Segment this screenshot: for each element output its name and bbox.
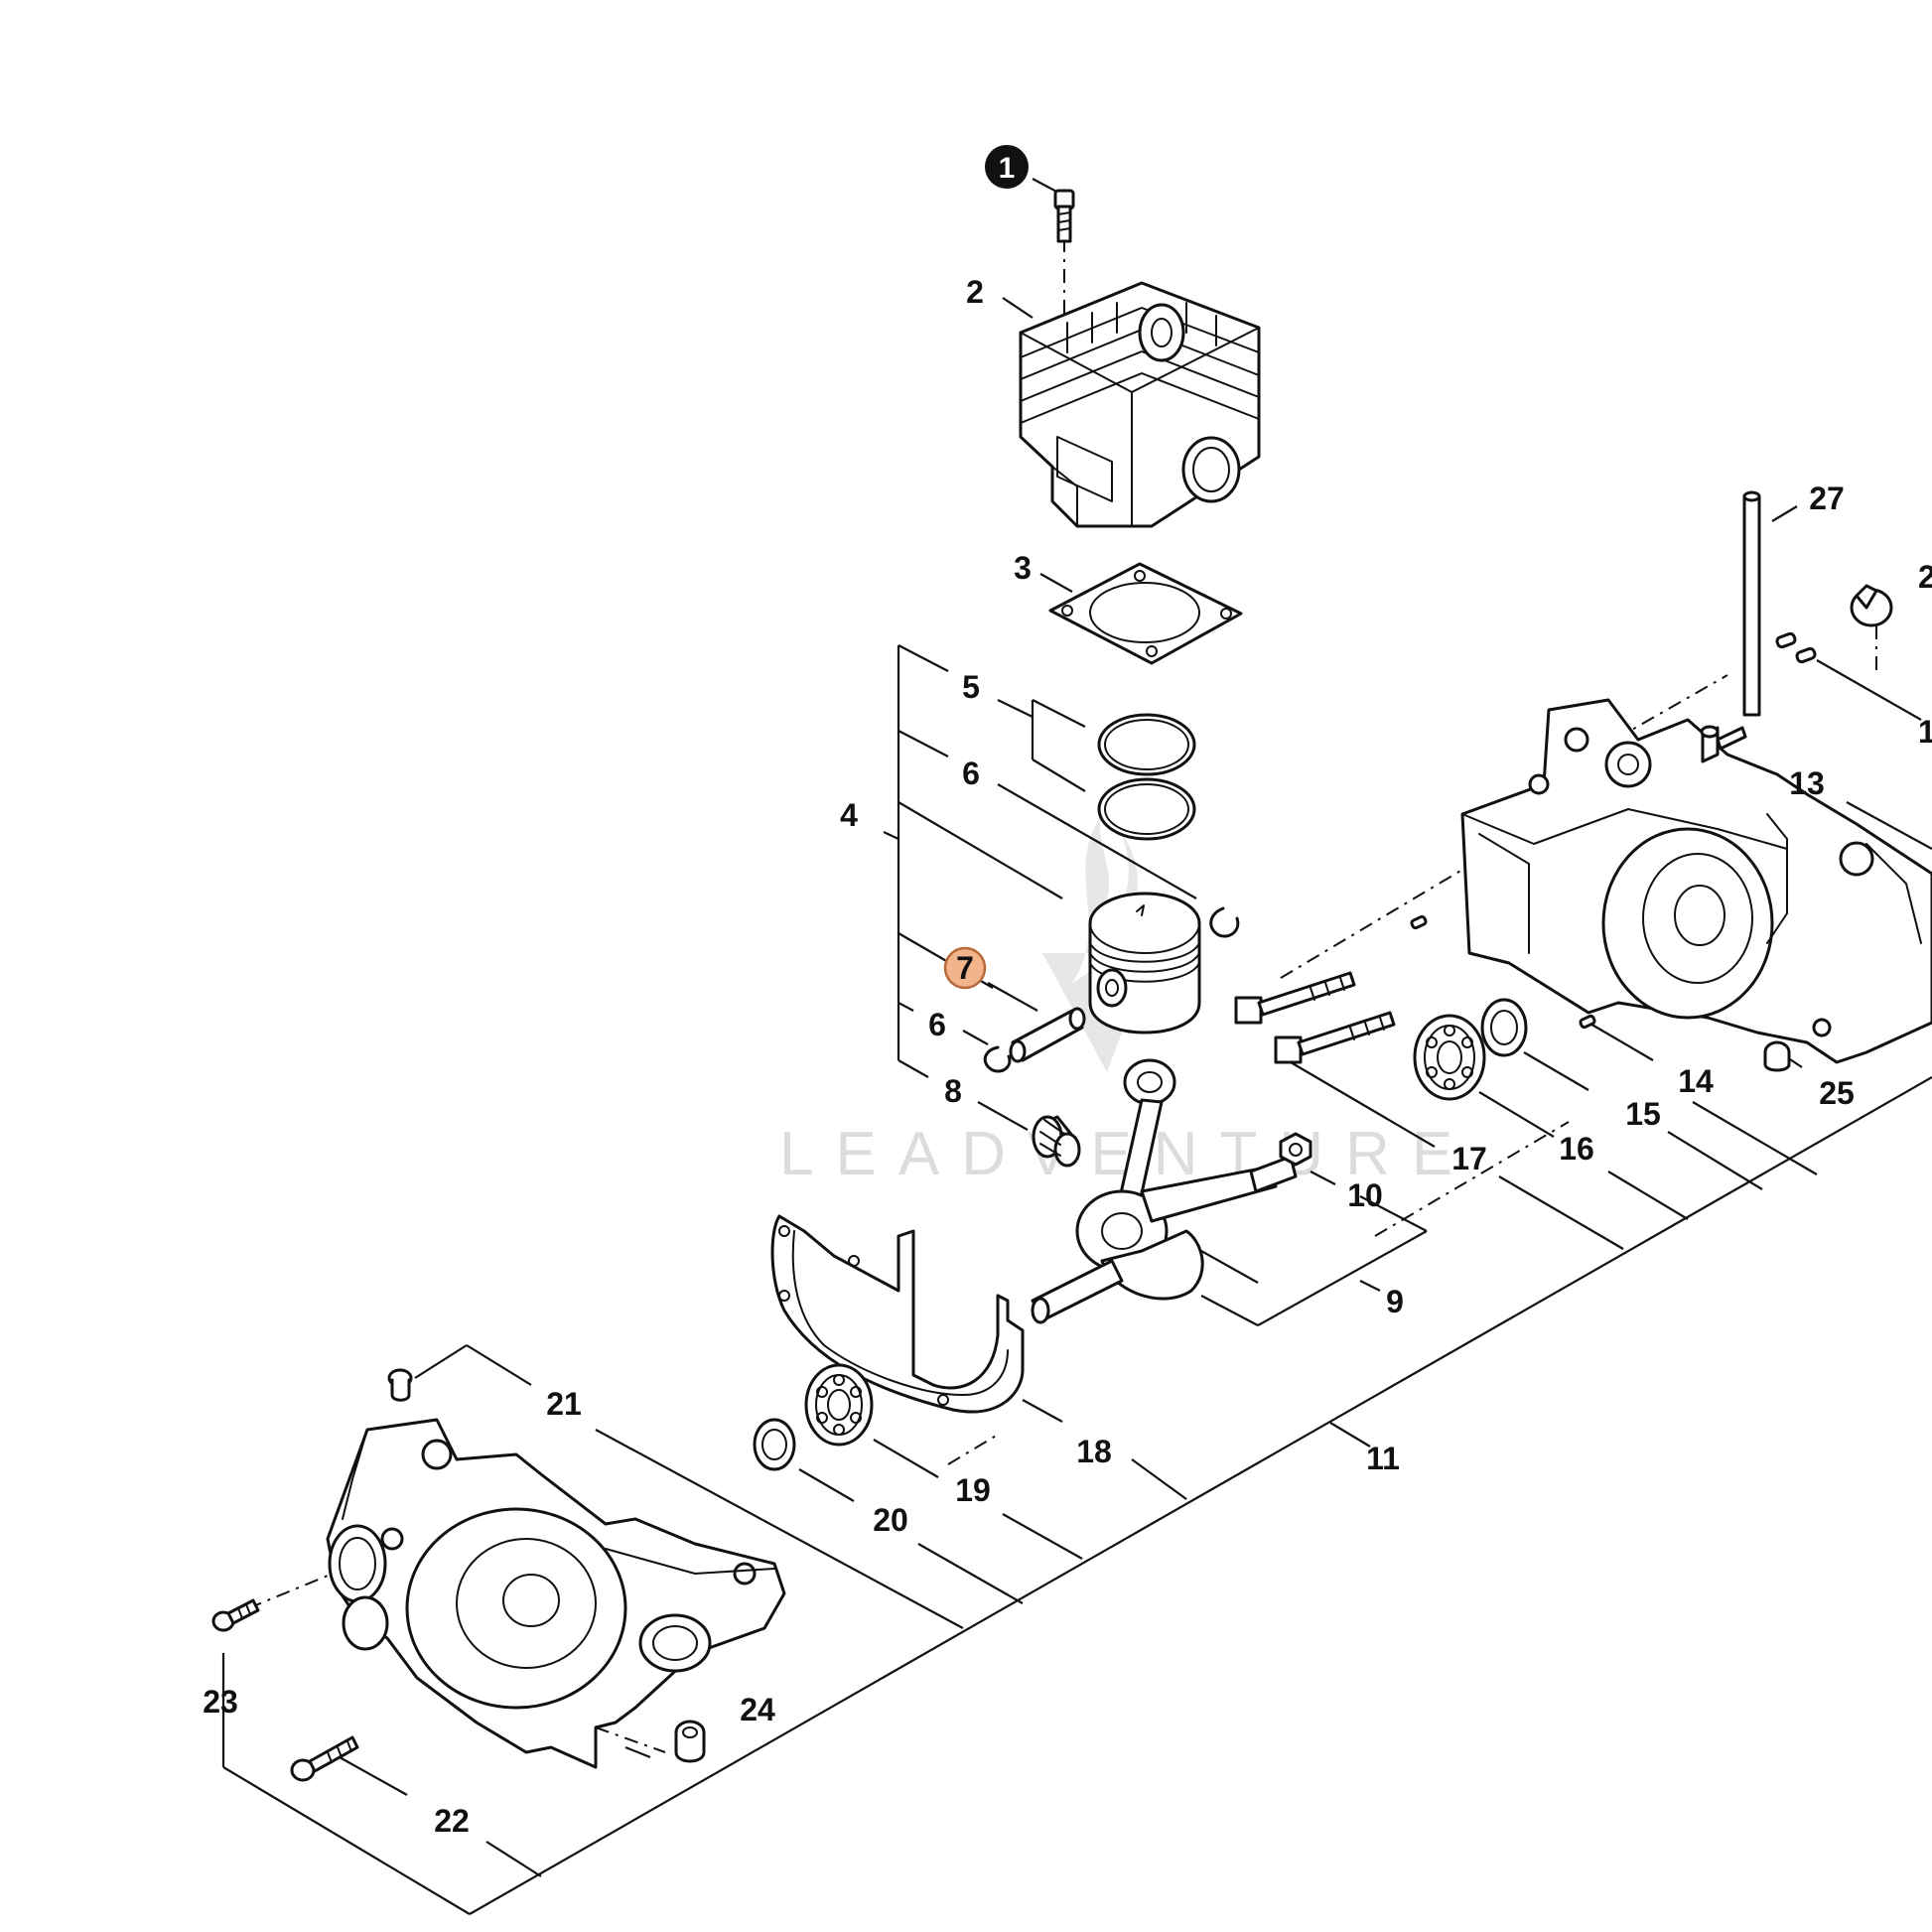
part-dowel-pins (1410, 914, 1596, 1030)
part-16-ball-bearing (1413, 1014, 1486, 1101)
callout-7-text: 7 (956, 950, 974, 986)
callout-23: 23 (203, 1684, 238, 1720)
part-21-dowel (387, 1368, 413, 1402)
callout-4: 4 (840, 797, 858, 833)
callout-15: 15 (1625, 1096, 1661, 1132)
part-19-ball-bearing (804, 1363, 874, 1447)
part-crankcase-half-left (326, 1418, 786, 1769)
watermark-text: LEADVENTURE (779, 1120, 1474, 1188)
part-6-circlip-upper (1209, 906, 1240, 938)
callout-22: 22 (434, 1803, 470, 1839)
part-cutoff-plug (1775, 584, 1893, 664)
part-27-tube (1742, 490, 1761, 717)
callout-5: 5 (962, 669, 980, 705)
part-24-sleeve (674, 1720, 706, 1763)
callout-6-upper: 6 (962, 756, 980, 791)
callout-7-highlight[interactable]: 7 (943, 946, 987, 990)
part-5-piston-rings (1097, 713, 1196, 841)
callout-14: 14 (1678, 1063, 1714, 1099)
callout-25: 25 (1819, 1075, 1855, 1111)
callout-6-lower: 6 (928, 1007, 946, 1042)
callout-11: 11 (1366, 1441, 1400, 1476)
callout-18: 18 (1076, 1434, 1112, 1469)
callout-27: 27 (1809, 481, 1845, 516)
part-3-gasket (1048, 562, 1243, 665)
part-17-bolt-lower (1274, 1011, 1396, 1064)
part-20-oil-seal (753, 1418, 796, 1471)
callout-1-badge: 1 (985, 145, 1029, 189)
part-2-cylinder (1019, 281, 1261, 528)
callout-16: 16 (1559, 1131, 1594, 1167)
part-1-screw (1053, 189, 1075, 243)
callout-2: 2 (966, 274, 984, 310)
callout-cut-right-a: 2 (1918, 559, 1932, 595)
callout-1-text: 1 (999, 152, 1016, 185)
part-17-bolt-upper (1234, 971, 1356, 1025)
part-15-oil-seal (1480, 998, 1528, 1057)
callout-20: 20 (873, 1502, 908, 1538)
part-22-screw (290, 1735, 359, 1782)
callout-21: 21 (546, 1386, 582, 1422)
part-8-needle-cage (1032, 1115, 1081, 1168)
part-23-screw (211, 1598, 260, 1632)
part-10-nut (1279, 1132, 1312, 1167)
part-7-piston-pin (1009, 1007, 1086, 1063)
callout-17: 17 (1451, 1141, 1487, 1176)
callout-10: 10 (1347, 1177, 1383, 1213)
callout-19: 19 (955, 1472, 991, 1508)
callout-3: 3 (1014, 550, 1032, 586)
part-13-fitting (1700, 725, 1747, 763)
part-25-grommet (1763, 1040, 1791, 1072)
part-18-crankcase-gasket (770, 1214, 1025, 1414)
part-7-piston (1088, 892, 1201, 1035)
part-crankcase-half-right (1460, 698, 1932, 1064)
callout-cut-right-b: 1 (1918, 714, 1932, 750)
callout-9: 9 (1386, 1284, 1404, 1319)
part-6-circlip-lower (983, 1045, 1012, 1073)
part-9-crankshaft (1031, 1058, 1298, 1324)
callout-labels: 1 7 2 3 4 5 6 6 8 9 10 11 13 14 15 16 17… (203, 145, 1932, 1839)
callout-13: 13 (1789, 765, 1825, 801)
callout-8: 8 (944, 1073, 962, 1109)
callout-24: 24 (740, 1692, 775, 1727)
